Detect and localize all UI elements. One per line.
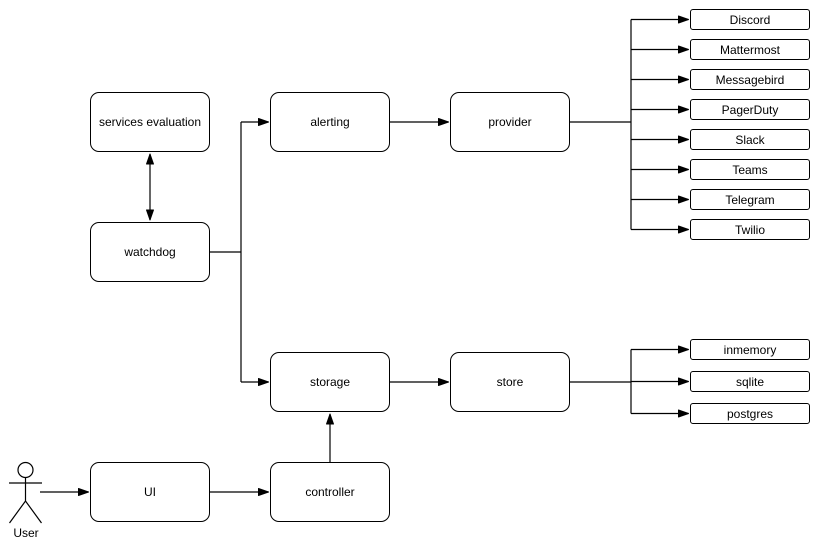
node-pagerduty[interactable]: PagerDuty xyxy=(690,99,810,120)
node-storage[interactable]: storage xyxy=(270,352,390,412)
node-messagebird[interactable]: Messagebird xyxy=(690,69,810,90)
node-provider[interactable]: provider xyxy=(450,92,570,152)
user-actor-icon xyxy=(9,461,42,524)
node-sqlite[interactable]: sqlite xyxy=(690,371,810,392)
node-alerting[interactable]: alerting xyxy=(270,92,390,152)
node-discord[interactable]: Discord xyxy=(690,9,810,30)
node-postgres[interactable]: postgres xyxy=(690,403,810,424)
node-slack[interactable]: Slack xyxy=(690,129,810,150)
node-watchdog[interactable]: watchdog xyxy=(90,222,210,282)
node-twilio[interactable]: Twilio xyxy=(690,219,810,240)
node-ui[interactable]: UI xyxy=(90,462,210,522)
node-services-evaluation[interactable]: services evaluation xyxy=(90,92,210,152)
node-teams[interactable]: Teams xyxy=(690,159,810,180)
node-inmemory[interactable]: inmemory xyxy=(690,339,810,360)
actor-legs xyxy=(9,499,42,524)
node-mattermost[interactable]: Mattermost xyxy=(690,39,810,60)
node-controller[interactable]: controller xyxy=(270,462,390,522)
actor-head xyxy=(17,461,34,479)
actor-label: User xyxy=(13,526,39,540)
node-telegram[interactable]: Telegram xyxy=(690,189,810,210)
node-store[interactable]: store xyxy=(450,352,570,412)
